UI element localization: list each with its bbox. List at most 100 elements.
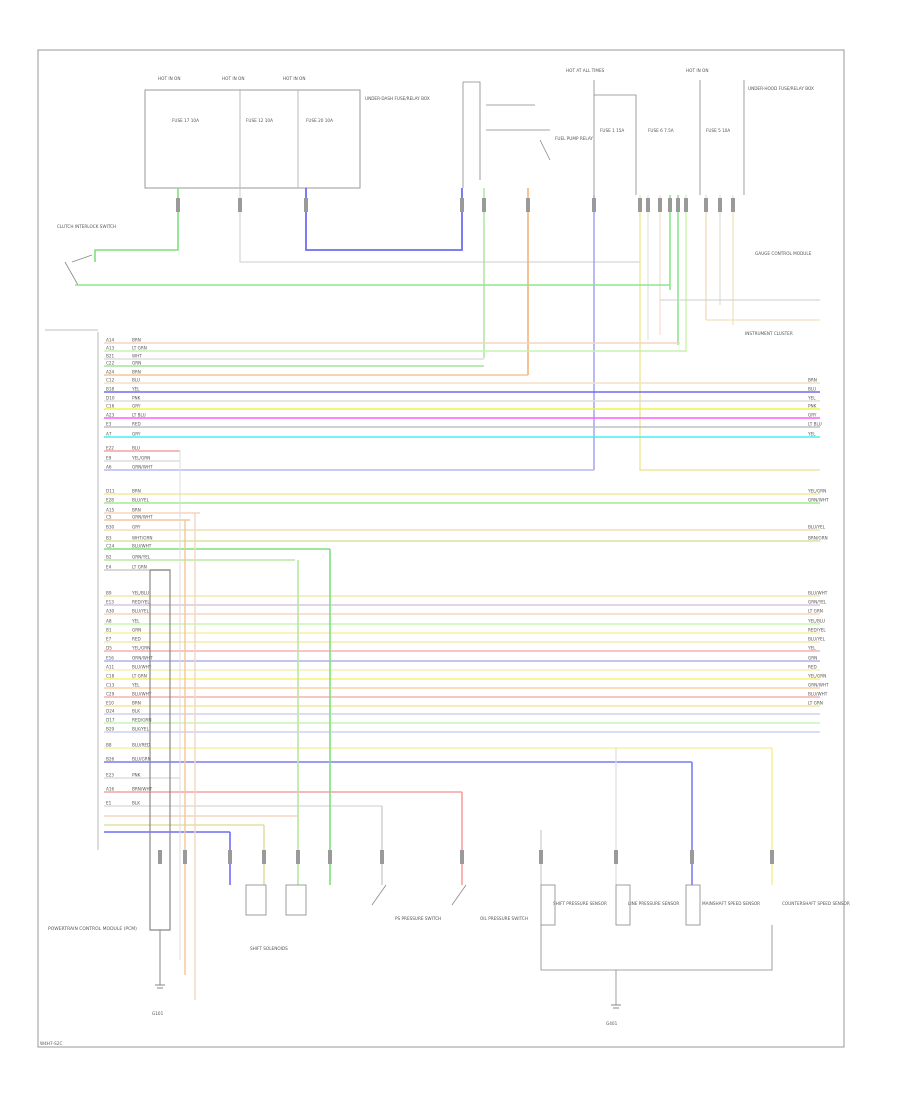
pin-label: A24 xyxy=(106,370,115,375)
wire-color-label: BLU xyxy=(132,446,140,451)
wire-color-label: ORN/WHT xyxy=(132,656,153,661)
pin-label: D11 xyxy=(106,489,115,494)
wire-color-label-right: GRN xyxy=(808,656,817,661)
wire-color-label: BLU/YEL xyxy=(132,498,150,503)
wire-lt-grn-top xyxy=(94,188,179,262)
wire-color-label: PNK xyxy=(132,396,141,401)
wire-color-label: BRN xyxy=(132,489,141,494)
pin-label: C22 xyxy=(106,361,115,366)
hot-label-1: HOT IN ON xyxy=(158,76,180,81)
fuse-name-3: FUSE 20 10A xyxy=(306,118,333,123)
fuse-box-a-label: UNDER-DASH FUSE/RELAY BOX xyxy=(365,96,430,101)
pin-label: E16 xyxy=(106,656,114,661)
pin-label: E10 xyxy=(106,701,114,706)
instrument-label: INSTRUMENT CLUSTER xyxy=(745,331,793,336)
pin-label: C16 xyxy=(106,404,115,409)
wire-color-label: YEL xyxy=(131,387,140,392)
wire-color-label: LT BLU xyxy=(132,413,146,418)
pin-label: B18 xyxy=(106,387,115,392)
wire-color-label-right: RED xyxy=(808,665,817,670)
connector-pin xyxy=(684,198,688,212)
wire-color-label-right: PNK xyxy=(808,404,817,409)
solenoid-a xyxy=(245,884,267,916)
sensor-c-label: MAINSHAFT SPEED SENSOR xyxy=(702,901,760,906)
connector-pin xyxy=(183,850,187,864)
pin-label: A11 xyxy=(106,665,115,670)
pin-label: E9 xyxy=(106,456,112,461)
wire-color-label: YEL/GRN xyxy=(131,456,150,461)
pin-label: A8 xyxy=(106,619,112,624)
under-dash-fuse-box xyxy=(144,89,361,189)
ground-left-label: G101 xyxy=(152,1011,164,1016)
connector-pin xyxy=(262,850,266,864)
wire-color-label: BRN xyxy=(132,508,141,513)
wire-yel-1 xyxy=(639,195,820,471)
wire-color-label: YEL/GRN xyxy=(131,646,150,651)
wire-color-label: BLK xyxy=(132,801,140,806)
sensor-d-label: COUNTERSHAFT SPEED SENSOR xyxy=(782,901,850,906)
pin-label: A13 xyxy=(106,346,115,351)
wire-color-label: GRN xyxy=(132,628,141,633)
connector-pin xyxy=(638,198,642,212)
wire-color-label-right: BLU xyxy=(808,387,816,392)
wire-color-label: YEL xyxy=(131,619,140,624)
wire-color-label: BLU/WHT xyxy=(132,544,152,549)
pin-label: E1 xyxy=(106,801,112,806)
top-switch-label: CLUTCH INTERLOCK SWITCH xyxy=(57,224,116,229)
pin-label: B8 xyxy=(106,743,112,748)
pin-label: E22 xyxy=(106,446,114,451)
wire-color-label-right: YEL xyxy=(807,396,816,401)
wire-color-label-right: YEL xyxy=(807,646,816,651)
fuse-name-2: FUSE 12 10A xyxy=(246,118,273,123)
connector-pin xyxy=(176,198,180,212)
connector-pin xyxy=(592,198,596,212)
pin-label: E13 xyxy=(106,600,114,605)
wire-harness xyxy=(75,188,820,1000)
wire-color-label: GRN/WHT xyxy=(132,465,153,470)
wire-color-label: RED/YEL xyxy=(132,600,150,605)
ground-symbol-left xyxy=(155,984,165,989)
wire-color-label: BRN xyxy=(132,370,141,375)
wire-color-label: WHT/GRN xyxy=(132,536,153,541)
relay-label: FUEL PUMP RELAY xyxy=(555,136,593,141)
wire-color-label-right: BRN xyxy=(808,378,817,383)
hot-label-4: HOT AT ALL TIMES xyxy=(566,68,605,73)
pin-label: C29 xyxy=(106,692,115,697)
pin-label: E23 xyxy=(106,773,114,778)
connector-pin xyxy=(658,198,662,212)
wire-color-label-right: GRN/WHT xyxy=(808,498,829,503)
wire-color-label: BLU xyxy=(132,378,140,383)
wire-color-label: BRN xyxy=(132,701,141,706)
wire-color-label-right: RED/YEL xyxy=(808,628,826,633)
connector-pin xyxy=(158,850,162,864)
connector-pin xyxy=(460,850,464,864)
connector-pin xyxy=(526,198,530,212)
wire-color-label: GRY xyxy=(132,432,141,437)
connector-pin xyxy=(770,850,774,864)
connector-pin xyxy=(704,198,708,212)
pin-label: B21 xyxy=(106,354,115,359)
fuse-name-6: FUSE 5 10A xyxy=(706,128,730,133)
wire-color-label-right: YEL/GRN xyxy=(807,489,826,494)
pin-label: C18 xyxy=(106,674,115,679)
wire-color-label: BRN xyxy=(132,338,141,343)
wire-color-label: GRN/WHT xyxy=(132,515,153,520)
pin-label: C13 xyxy=(106,683,115,688)
connector-pin xyxy=(238,198,242,212)
wire-color-label: LT GRN xyxy=(132,674,147,679)
pin-label: B29 xyxy=(106,727,115,732)
pin-label: B26 xyxy=(106,757,115,762)
wire-color-label: GRN xyxy=(132,361,141,366)
wire-color-label: GRY xyxy=(132,404,141,409)
connector-pin xyxy=(731,198,735,212)
pin-label: E7 xyxy=(106,637,112,642)
wire-color-label: BLU/WHT xyxy=(132,692,152,697)
wire-color-label-right: GRN/WHT xyxy=(808,683,829,688)
pin-label: B3 xyxy=(106,536,112,541)
connector-pin xyxy=(668,198,672,212)
connector-pin xyxy=(539,850,543,864)
sensor-a-box xyxy=(540,884,556,926)
pin-label: A16 xyxy=(106,787,115,792)
